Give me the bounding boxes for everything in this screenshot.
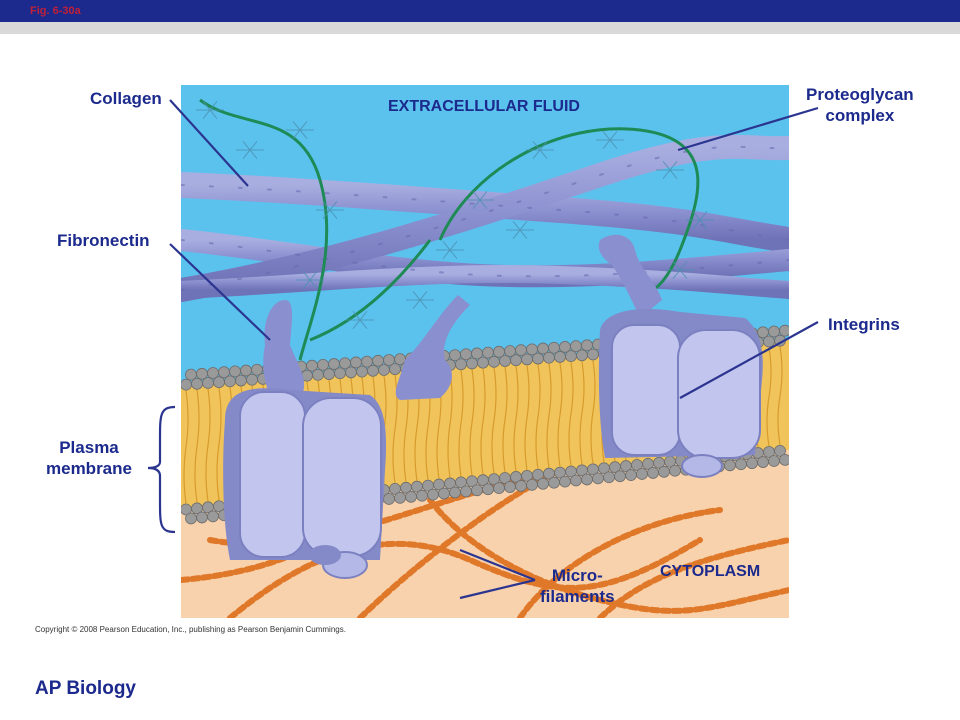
- figure-number: Fig. 6-30a: [30, 5, 81, 17]
- microfilaments-label: Micro- filaments: [540, 565, 615, 607]
- cytoplasm-label: CYTOPLASM: [660, 563, 761, 580]
- title-bar-stripe: [0, 22, 960, 34]
- fibronectin: [263, 234, 662, 400]
- course-title: AP Biology: [35, 678, 136, 699]
- leader-lines: [147, 99, 819, 600]
- proteoglycan-label-line2: complex: [825, 106, 895, 125]
- plasma-membrane-label-line1: Plasma: [59, 438, 119, 457]
- plasma-membrane-label-line2: membrane: [46, 459, 132, 478]
- proteoglycan-label-line1: Proteoglycan: [806, 85, 914, 104]
- extracellular-fluid-label: EXTRACELLULAR FLUID: [388, 98, 580, 115]
- microfilaments-label-line1: Micro-: [551, 566, 603, 585]
- microfilaments-label-line2: filaments: [540, 587, 615, 606]
- copyright-notice: Copyright © 2008 Pearson Education, Inc.…: [35, 625, 346, 634]
- integrin-right: [598, 309, 763, 478]
- integrins-leader: [679, 321, 819, 399]
- plasma-membrane-bracket: [147, 405, 176, 534]
- collagen-leader: [169, 99, 249, 187]
- plasma-membrane-label: Plasma membrane: [46, 437, 132, 479]
- integrin-left: [223, 388, 387, 579]
- integrins-label: Integrins: [828, 315, 900, 334]
- collagen-fibers: [181, 134, 789, 302]
- fibronectin-label: Fibronectin: [57, 231, 150, 250]
- title-bar: [0, 0, 960, 22]
- microfilaments-leader-bottom: [459, 578, 536, 600]
- fibronectin-leader: [169, 243, 271, 341]
- microfilaments-leader-top: [459, 548, 536, 582]
- proteoglycan-complex-label: Proteoglycan complex: [806, 84, 914, 126]
- proteoglycan-leader: [677, 106, 819, 152]
- collagen-label: Collagen: [90, 89, 162, 108]
